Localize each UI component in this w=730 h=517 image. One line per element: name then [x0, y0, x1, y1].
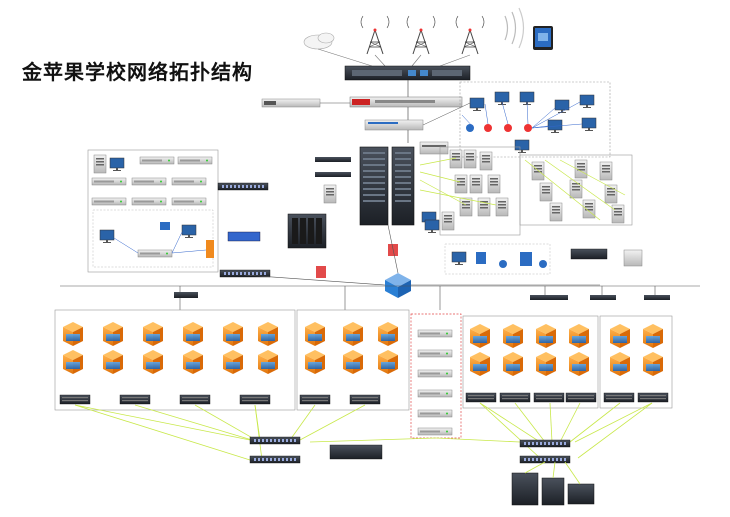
router [261, 98, 321, 108]
access-switch [217, 182, 271, 278]
cell-tower-icon [360, 15, 390, 55]
distribution-devices [451, 251, 547, 268]
virtual-server-cubes-a [63, 322, 278, 374]
campus-links [419, 157, 497, 206]
remote-access-group [459, 81, 611, 158]
cell-tower-icon [406, 15, 436, 55]
storage-server [570, 248, 643, 267]
campus-links [524, 159, 626, 221]
san-switch [249, 436, 383, 464]
blade-servers-b [299, 394, 381, 405]
monitoring-devices [99, 222, 214, 258]
core-router-icon [385, 273, 411, 298]
server-group-c [462, 315, 599, 409]
campus-building-group [519, 154, 633, 226]
wifi-signal-icon [504, 7, 525, 49]
storage-arrays-c [465, 392, 597, 403]
fibre-links [74, 402, 653, 461]
backup-links [524, 461, 581, 485]
distribution-switch [315, 157, 351, 177]
page-title: 金苹果学校网络拓扑结构 [22, 60, 253, 84]
link [422, 102, 471, 126]
management-servers [91, 154, 213, 206]
router-icon [466, 124, 532, 132]
uplink-lines [317, 48, 471, 67]
disk-array [287, 213, 327, 249]
wireless-cloud-icon [303, 32, 335, 50]
monitor-zone [92, 209, 214, 268]
core-switch [359, 146, 415, 226]
monitor-links [113, 231, 207, 254]
server-group-b [296, 309, 410, 411]
san-switch [519, 439, 571, 464]
storage-arrays-d [603, 392, 669, 403]
virtual-server-cubes-b [305, 322, 398, 374]
storage-nodes [417, 329, 453, 436]
backup-rack [511, 472, 595, 506]
tablet-icon [533, 26, 553, 50]
rack-switch [174, 292, 670, 300]
virtual-server-cubes-d [610, 324, 663, 376]
remote-links [461, 101, 583, 129]
distribution-switch [419, 141, 449, 155]
vpn-gateway [364, 119, 424, 131]
storage-cluster-links [309, 437, 521, 443]
server-group-d [599, 315, 673, 409]
storage-cluster [410, 313, 462, 439]
firewall [349, 96, 463, 108]
distribution-zone [444, 243, 551, 275]
gateway-router [344, 65, 471, 81]
cell-tower-icon [455, 15, 485, 55]
firewall-icon [316, 244, 398, 278]
management-zone [87, 149, 219, 273]
server-group-a [54, 309, 296, 411]
virtual-server-cubes-c [470, 324, 589, 376]
remote-access-devices [466, 91, 597, 154]
blade-servers-a [59, 394, 271, 405]
campus-servers [424, 149, 509, 234]
